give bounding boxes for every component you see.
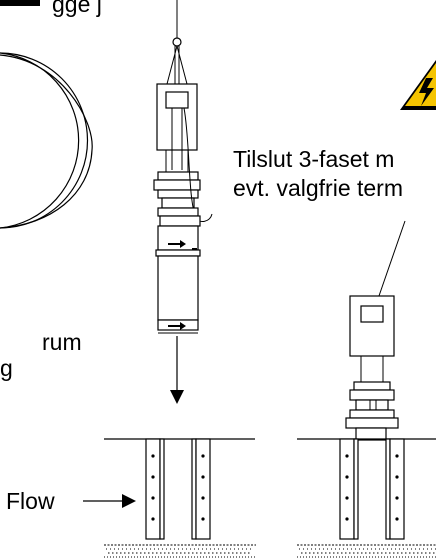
circle-edge (0, 54, 93, 229)
right-text-2: evt. valgfrie term (233, 175, 403, 201)
flow-label: Flow (6, 488, 55, 514)
channel-right (297, 438, 436, 558)
housing-arrow-1 (168, 240, 186, 248)
pump-body (157, 255, 199, 321)
pump-housing-top (157, 225, 199, 251)
left-fragment-1: rum (42, 329, 82, 355)
left-fragment-2: g (0, 355, 13, 381)
installed-pump (345, 295, 399, 441)
down-arrow-icon (170, 390, 184, 404)
motor-terminal-box (165, 91, 189, 109)
top-left-bar (0, 0, 40, 6)
warning-icon (400, 60, 436, 110)
channel-left (104, 438, 256, 560)
installed-motor (349, 295, 395, 357)
lifting-eye (172, 37, 182, 47)
right-text-1: Tilslut 3-faset m (233, 146, 394, 172)
flow-arrow-icon (122, 494, 136, 508)
housing-arrow-2 (168, 322, 186, 330)
top-fragment-text: gge j (52, 0, 102, 17)
circle-outline (0, 52, 89, 229)
hanging-pump (153, 0, 213, 334)
